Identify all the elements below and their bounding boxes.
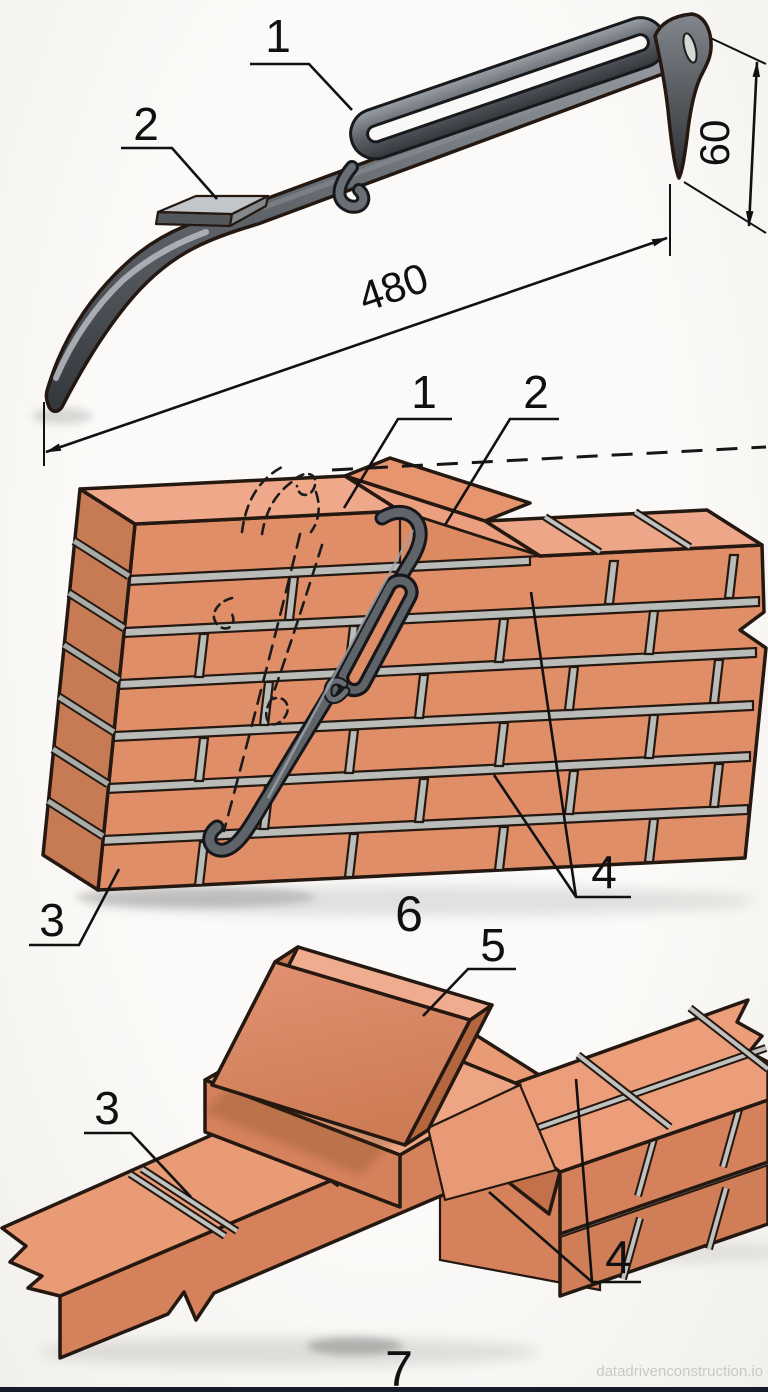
ext-line-hook-top	[701, 33, 767, 65]
tool-bar	[44, 42, 697, 413]
fig-wall-bracket: 1 2 3 4 6	[29, 366, 768, 947]
callout-4-leader	[529, 591, 578, 898]
callout-3-leader	[84, 1131, 192, 1198]
tool-s-hook	[335, 163, 368, 211]
bracket-rod-highlight	[266, 529, 415, 799]
tool-claw-slot	[682, 32, 698, 64]
figure-6-caption: 6	[395, 886, 423, 942]
callout-3-leader	[29, 868, 121, 947]
callout-1-leader	[250, 62, 353, 111]
pier-top-face	[78, 474, 402, 526]
dim-line-480	[45, 236, 668, 454]
callout-2-label: 2	[133, 98, 159, 150]
callout-2-leader	[121, 146, 218, 200]
second-course-head-joints	[634, 1104, 744, 1198]
tool-plate	[154, 194, 270, 228]
fig-wall-marker: 3 5 4 7	[0, 919, 768, 1392]
watermark: datadrivenconstruction.io	[596, 1363, 763, 1380]
fig-tool: 480 60 1 2	[32, 10, 767, 466]
tool-bar-highlight	[261, 73, 623, 211]
callout-4-label: 4	[591, 846, 617, 898]
callout-1-label: 1	[411, 366, 437, 418]
dim-text-60: 60	[691, 120, 738, 167]
dim-text-480: 480	[352, 254, 434, 321]
callout-2-leader	[443, 417, 559, 526]
hidden-tool-dashes	[212, 464, 324, 833]
cord-line	[331, 445, 767, 472]
ramp-brick-front	[398, 509, 542, 565]
head-joints	[193, 553, 740, 887]
callout-5-label: 5	[480, 919, 506, 971]
second-course-top-joints	[512, 1004, 768, 1140]
pier-side-joints	[45, 537, 132, 840]
callout-3-label: 3	[39, 894, 65, 946]
tool-bar-highlight	[53, 229, 209, 381]
ground-shadow	[40, 1337, 540, 1367]
bracket-rod	[205, 507, 425, 855]
first-course-right-joints	[619, 1186, 730, 1281]
callout-5-leader	[422, 967, 516, 1017]
callout-4-label: 4	[605, 1231, 631, 1283]
callout-4-leader	[574, 1078, 594, 1283]
dim-line-60	[745, 61, 761, 227]
figure-7-caption: 7	[385, 1341, 413, 1392]
callout-2-label: 2	[523, 366, 549, 418]
bracket-loop-hook	[325, 678, 349, 702]
wall-shadow	[75, 886, 315, 908]
slab-cast-shadow	[205, 1075, 400, 1175]
callout-1-label: 1	[265, 10, 291, 62]
upright-brick	[210, 945, 494, 1147]
callout-1-leader	[342, 417, 452, 509]
bracket-in-wall	[202, 504, 428, 858]
ext-line-hook-bottom	[683, 181, 767, 234]
bottom-edge-strip	[0, 1387, 768, 1392]
ground-shadow	[307, 1337, 403, 1355]
callout-3-label: 3	[94, 1082, 120, 1134]
tool-tip-shadow	[32, 408, 92, 424]
flat-brick-right	[426, 1083, 558, 1202]
